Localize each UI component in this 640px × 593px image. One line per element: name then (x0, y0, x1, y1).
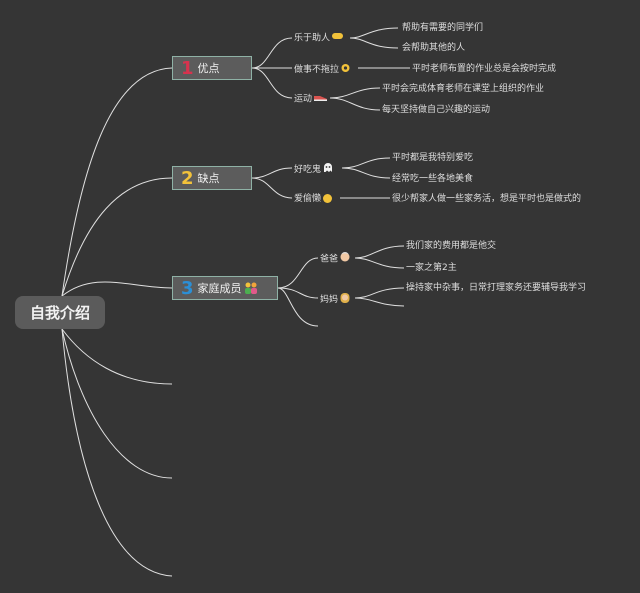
topic-strengths[interactable]: 1 优点 (172, 56, 252, 80)
connector-mom-1 (354, 287, 405, 299)
connector-topic3-mom (277, 287, 319, 299)
connector-topic1-sports (251, 67, 293, 99)
connector-topic2-foodie (251, 167, 293, 179)
detail-food-2[interactable]: 经常吃一些各地美食 (392, 174, 474, 184)
connector-topic1-helpful (251, 37, 293, 69)
subtopic-no-delay[interactable]: 做事不拖拉 (294, 62, 350, 77)
subtopic-sports-label: 运动 (294, 94, 313, 105)
topic-label-strengths: 优点 (197, 62, 220, 75)
connector-root-topic-2 (61, 177, 173, 297)
subtopic-dad[interactable]: 爸爸 (320, 252, 350, 266)
detail-homework[interactable]: 平时老师布置的作业总是会按时完成 (412, 64, 557, 74)
connector-topic2-lazy (251, 177, 293, 199)
detail-help-1[interactable]: 帮助有需要的同学们 (402, 23, 484, 33)
woman-face-icon (340, 292, 350, 307)
man-face-icon (340, 252, 350, 266)
connector-dad-2 (354, 257, 405, 269)
ok-hand-icon (341, 62, 350, 77)
detail-sports-2[interactable]: 每天坚持做自己兴趣的运动 (382, 105, 491, 115)
hand-icon (332, 32, 344, 44)
detail-food-1[interactable]: 平时都是我特别爱吃 (392, 153, 474, 163)
subtopic-mom-label: 妈妈 (320, 295, 339, 305)
topic-family[interactable]: 3 家庭成员 (172, 276, 278, 300)
connector-mom-2 (354, 297, 405, 307)
topic-number-3: 3 (181, 277, 194, 299)
subtopic-lazy[interactable]: 爱偷懒 (294, 193, 333, 205)
subtopic-mom[interactable]: 妈妈 (320, 292, 350, 307)
detail-lazy-1[interactable]: 很少帮家人做一些家务活，想是平时也是做式的 (392, 194, 582, 204)
detail-sports-1[interactable]: 平时会完成体育老师在课堂上组织的作业 (382, 84, 545, 94)
detail-dad-2[interactable]: 一家之第2主 (406, 263, 457, 273)
subtopic-foodie-label: 好吃鬼 (294, 165, 322, 175)
connector-root-empty-2 (61, 328, 173, 479)
subtopic-dad-label: 爸爸 (320, 254, 339, 265)
detail-help-2[interactable]: 会帮助其他的人 (402, 43, 466, 53)
subtopic-helpful[interactable]: 乐于助人 (294, 32, 344, 45)
sneaker-icon (314, 93, 328, 105)
neutral-face-icon (323, 194, 333, 203)
subtopic-helpful-label: 乐于助人 (294, 33, 331, 44)
connector-foodie-1 (341, 157, 391, 169)
connector-root-topic-1 (61, 67, 173, 297)
detail-mom-1[interactable]: 操持家中杂事，日常打理家务还要辅导我学习 (406, 283, 587, 293)
connector-root-topic-3 (61, 281, 173, 297)
subtopic-no-delay-label: 做事不拖拉 (294, 65, 340, 75)
topic-number-1: 1 (181, 57, 194, 79)
connector-sports-1 (329, 87, 381, 99)
subtopic-lazy-label: 爱偷懒 (294, 194, 322, 204)
connector-dad-1 (354, 245, 405, 259)
connector-topic3-dad (277, 257, 319, 289)
connector-sports-2 (329, 97, 381, 111)
connector-foodie-2 (341, 167, 391, 179)
topic-label-family: 家庭成员 (197, 282, 242, 295)
ghost-icon (323, 162, 333, 177)
connector-root-empty-1 (61, 328, 173, 385)
family-icon (244, 279, 258, 298)
detail-dad-1[interactable]: 我们家的费用都是他交 (406, 241, 497, 251)
topic-number-2: 2 (181, 167, 194, 189)
connector-root-empty-3 (61, 328, 173, 577)
topic-label-weaknesses: 缺点 (197, 172, 220, 185)
subtopic-sports[interactable]: 运动 (294, 93, 328, 106)
topic-weaknesses[interactable]: 2 缺点 (172, 166, 252, 190)
root-node[interactable]: 自我介绍 (15, 296, 105, 329)
subtopic-foodie[interactable]: 好吃鬼 (294, 162, 333, 177)
connector-topic3-empty (277, 287, 319, 327)
connector-helpful-1 (349, 27, 399, 39)
connector-helpful-2 (349, 37, 399, 49)
